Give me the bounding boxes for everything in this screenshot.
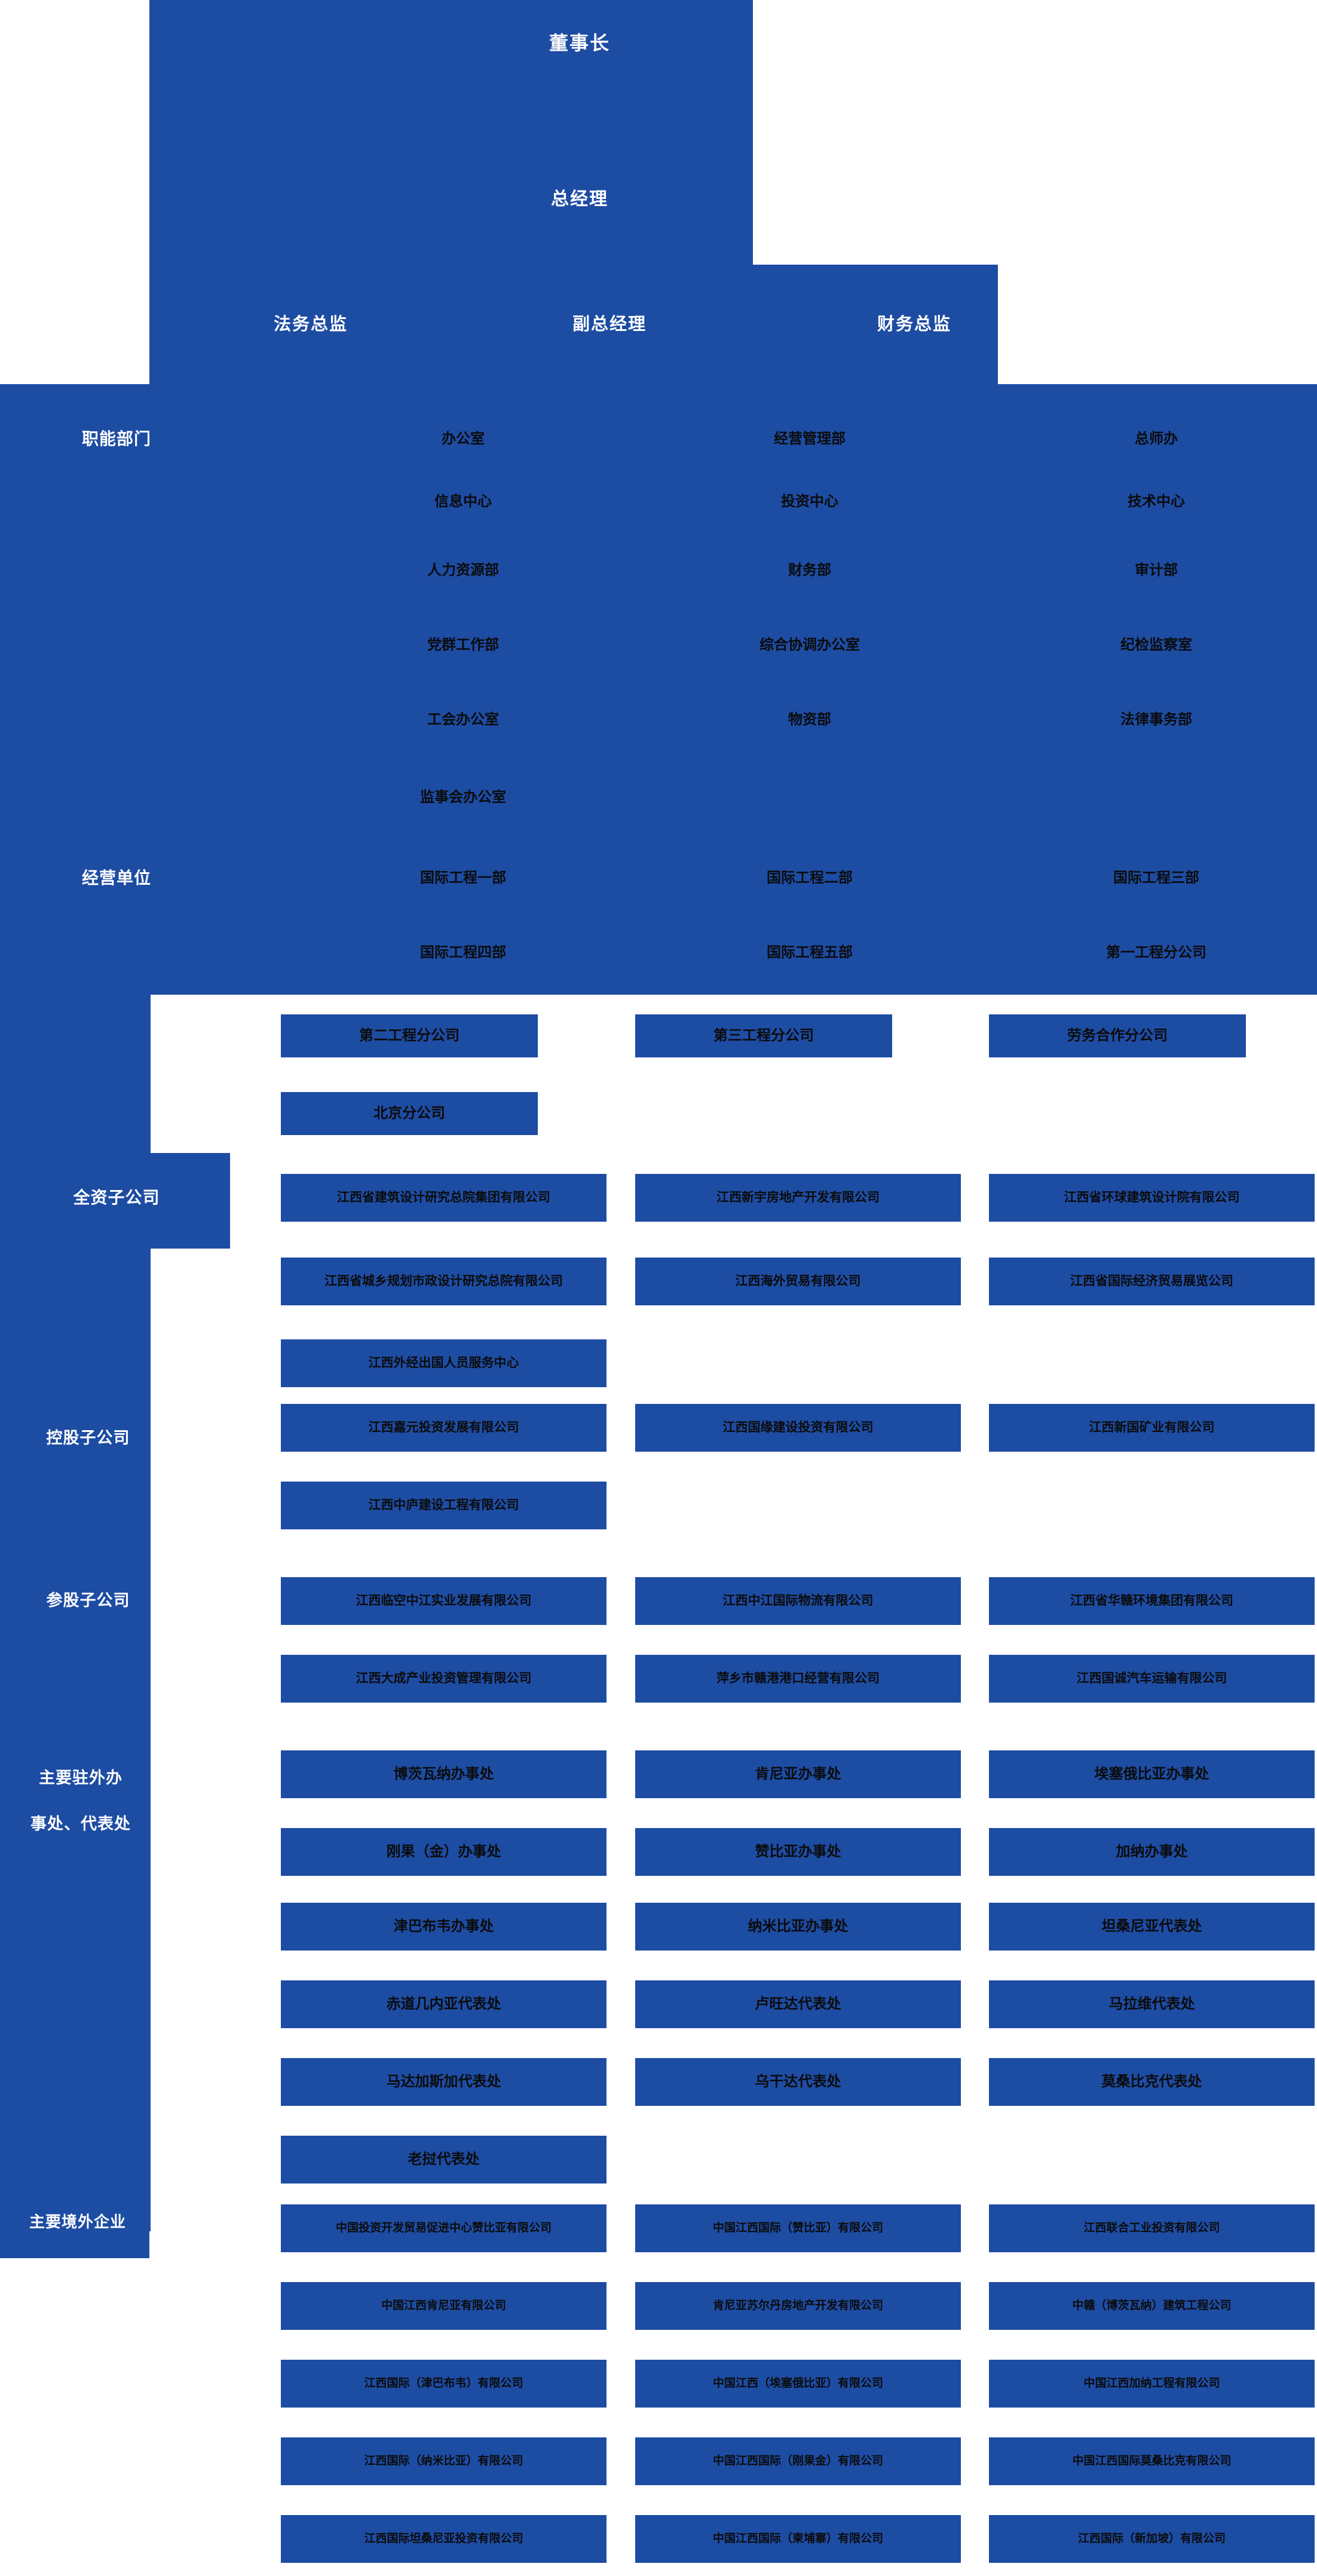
node-business-2-2[interactable]: 劳务合作分公司 (989, 1014, 1246, 1057)
node-wholly-1-1[interactable]: 江西海外贸易有限公司 (635, 1258, 961, 1305)
node-functional-1-0[interactable]: 信息中心 (434, 493, 492, 510)
node-holding-0-0[interactable]: 江西嘉元投资发展有限公司 (281, 1404, 607, 1452)
node-office-3-2[interactable]: 马拉维代表处 (989, 1980, 1315, 2028)
panel-chairman-column (149, 0, 753, 265)
node-holding-0-1[interactable]: 江西国缘建设投资有限公司 (635, 1404, 961, 1452)
node-overseas-3-1[interactable]: 中国江西国际（刚果金）有限公司 (635, 2437, 961, 2485)
node-office-4-1[interactable]: 乌干达代表处 (635, 2058, 961, 2106)
node-functional-4-2[interactable]: 法律事务部 (1120, 712, 1192, 728)
node-office-3-0[interactable]: 赤道几内亚代表处 (281, 1980, 607, 2028)
node-holding-0-2[interactable]: 江西新国矿业有限公司 (989, 1404, 1315, 1452)
node-office-0-2[interactable]: 埃塞俄比亚办事处 (989, 1750, 1315, 1798)
node-functional-1-2[interactable]: 技术中心 (1128, 493, 1185, 510)
node-functional-4-1[interactable]: 物资部 (788, 712, 831, 728)
node-participating-0-1[interactable]: 江西中江国际物流有限公司 (635, 1577, 961, 1625)
node-overseas-1-2[interactable]: 中赣（博茨瓦纳）建筑工程公司 (989, 2282, 1315, 2330)
node-holding-1-0[interactable]: 江西中庐建设工程有限公司 (281, 1482, 607, 1529)
node-overseas-1-1[interactable]: 肯尼亚苏尔丹房地产开发有限公司 (635, 2282, 961, 2330)
node-business-0-1[interactable]: 国际工程二部 (767, 870, 853, 887)
node-office-1-0[interactable]: 刚果（金）办事处 (281, 1828, 607, 1876)
node-office-2-1[interactable]: 纳米比亚办事处 (635, 1903, 961, 1951)
node-functional-1-1[interactable]: 投资中心 (781, 493, 838, 510)
panel-label-overseas-enterprises (0, 2186, 149, 2258)
exec-deputy-general-manager: 副总经理 (572, 315, 647, 334)
panel-label-participating (0, 1565, 149, 1661)
node-overseas-4-0[interactable]: 江西国际坦桑尼亚投资有限公司 (281, 2515, 607, 2563)
node-office-5-0[interactable]: 老挝代表处 (281, 2136, 607, 2184)
node-overseas-2-0[interactable]: 江西国际（津巴布韦）有限公司 (281, 2360, 607, 2408)
node-business-1-2[interactable]: 第一工程分公司 (1106, 944, 1206, 961)
node-office-3-1[interactable]: 卢旺达代表处 (635, 1980, 961, 2028)
node-business-3-0[interactable]: 北京分公司 (281, 1092, 538, 1135)
panel-label-overseas-offices (0, 1721, 149, 1894)
overseas-offices-label-line-2: 事处、代表处 (30, 1815, 131, 1833)
node-office-1-2[interactable]: 加纳办事处 (989, 1828, 1315, 1876)
node-office-0-0[interactable]: 博茨瓦纳办事处 (281, 1750, 607, 1798)
exec-chairman: 董事长 (549, 32, 610, 54)
panel-main-band (0, 384, 1317, 995)
node-business-0-2[interactable]: 国际工程三部 (1113, 870, 1199, 887)
node-functional-0-0[interactable]: 办公室 (442, 431, 485, 447)
node-functional-3-1[interactable]: 综合协调办公室 (759, 637, 860, 654)
section-label-wholly-owned: 全资子公司 (73, 1188, 160, 1207)
node-participating-1-2[interactable]: 江西国诚汽车运输有限公司 (989, 1655, 1315, 1703)
panel-label-wholly-owned (0, 1153, 230, 1249)
section-label-functional-departments: 职能部门 (81, 429, 151, 448)
node-wholly-1-0[interactable]: 江西省城乡规划市政设计研究总院有限公司 (281, 1258, 607, 1305)
node-wholly-0-0[interactable]: 江西省建筑设计研究总院集团有限公司 (281, 1174, 607, 1222)
section-label-overseas-enterprises: 主要境外企业 (29, 2213, 126, 2231)
overseas-offices-label-line-1: 主要驻外办 (39, 1768, 122, 1787)
node-overseas-3-0[interactable]: 江西国际（纳米比亚）有限公司 (281, 2437, 607, 2485)
node-business-0-0[interactable]: 国际工程一部 (420, 870, 506, 887)
node-functional-0-1[interactable]: 经营管理部 (774, 431, 846, 447)
node-office-0-1[interactable]: 肯尼亚办事处 (635, 1750, 961, 1798)
node-business-2-1[interactable]: 第三工程分公司 (635, 1014, 892, 1057)
node-wholly-0-2[interactable]: 江西省环球建筑设计院有限公司 (989, 1174, 1315, 1222)
exec-legal-director: 法务总监 (273, 315, 348, 334)
panel-executive-band (149, 265, 998, 384)
node-functional-2-0[interactable]: 人力资源部 (427, 562, 499, 579)
node-overseas-0-2[interactable]: 江西联合工业投资有限公司 (989, 2204, 1315, 2252)
node-overseas-3-2[interactable]: 中国江西国际莫桑比克有限公司 (989, 2437, 1315, 2485)
node-wholly-1-2[interactable]: 江西省国际经济贸易展览公司 (989, 1258, 1315, 1305)
node-functional-2-1[interactable]: 财务部 (788, 562, 831, 579)
exec-finance-director: 财务总监 (877, 315, 951, 334)
section-label-overseas-offices: 主要驻外办 事处、代表处 (12, 1741, 149, 1861)
node-functional-0-2[interactable]: 总师办 (1135, 431, 1178, 447)
node-business-2-0[interactable]: 第二工程分公司 (281, 1014, 538, 1057)
node-overseas-0-0[interactable]: 中国投资开发贸易促进中心赞比亚有限公司 (281, 2204, 607, 2252)
node-office-2-2[interactable]: 坦桑尼亚代表处 (989, 1903, 1315, 1951)
section-label-business-units: 经营单位 (81, 868, 151, 887)
node-functional-2-2[interactable]: 审计部 (1135, 562, 1178, 579)
node-overseas-4-2[interactable]: 江西国际（新加坡）有限公司 (989, 2515, 1315, 2563)
node-wholly-2-0[interactable]: 江西外经出国人员服务中心 (281, 1339, 607, 1387)
node-participating-0-2[interactable]: 江西省华赣环境集团有限公司 (989, 1577, 1315, 1625)
panel-label-holding (0, 1392, 149, 1488)
node-participating-0-0[interactable]: 江西临空中江实业发展有限公司 (281, 1577, 607, 1625)
node-participating-1-0[interactable]: 江西大成产业投资管理有限公司 (281, 1655, 607, 1703)
node-overseas-2-1[interactable]: 中国江西（埃塞俄比亚）有限公司 (635, 2360, 961, 2408)
node-business-1-0[interactable]: 国际工程四部 (420, 944, 506, 961)
section-label-holding: 控股子公司 (46, 1429, 130, 1448)
node-functional-5-0[interactable]: 监事会办公室 (420, 789, 506, 806)
node-overseas-2-2[interactable]: 中国江西加纳工程有限公司 (989, 2360, 1315, 2408)
node-overseas-1-0[interactable]: 中国江西肯尼亚有限公司 (281, 2282, 607, 2330)
node-business-1-1[interactable]: 国际工程五部 (767, 944, 853, 961)
node-functional-3-2[interactable]: 纪检监察室 (1120, 637, 1192, 654)
node-overseas-4-1[interactable]: 中国江西国际（柬埔寨）有限公司 (635, 2515, 961, 2563)
node-functional-4-0[interactable]: 工会办公室 (427, 712, 499, 728)
exec-general-manager: 总经理 (551, 189, 608, 209)
node-functional-3-0[interactable]: 党群工作部 (427, 637, 499, 654)
node-office-2-0[interactable]: 津巴布韦办事处 (281, 1903, 607, 1951)
node-office-4-0[interactable]: 马达加斯加代表处 (281, 2058, 607, 2106)
section-label-participating: 参股子公司 (46, 1591, 130, 1610)
node-office-1-1[interactable]: 赞比亚办事处 (635, 1828, 961, 1876)
node-office-4-2[interactable]: 莫桑比克代表处 (989, 2058, 1315, 2106)
node-wholly-0-1[interactable]: 江西新宇房地产开发有限公司 (635, 1174, 961, 1222)
node-participating-1-1[interactable]: 萍乡市赣港港口经营有限公司 (635, 1655, 961, 1703)
node-overseas-0-1[interactable]: 中国江西国际（赞比亚）有限公司 (635, 2204, 961, 2252)
